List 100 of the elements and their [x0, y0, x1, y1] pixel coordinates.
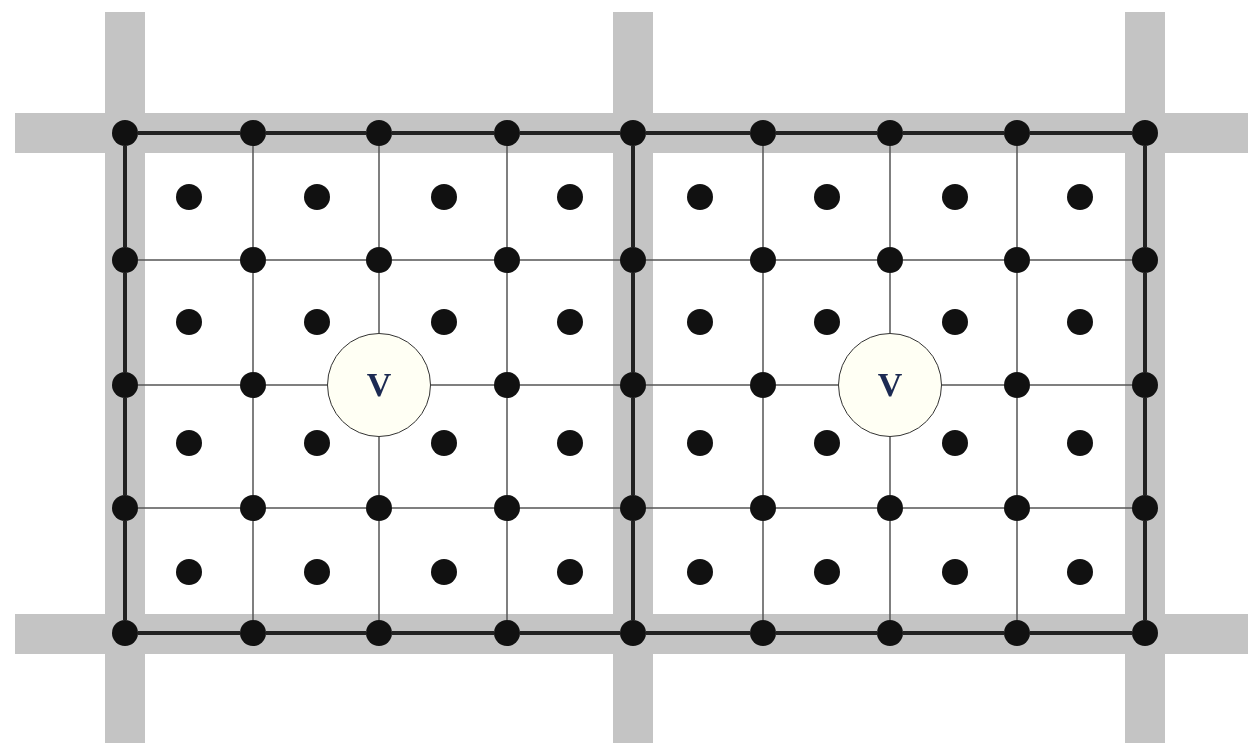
grid-line [762, 397, 764, 496]
grid-line [430, 384, 495, 386]
grid-line [506, 520, 508, 621]
grid-line [265, 507, 367, 509]
grid-dot [687, 430, 713, 456]
grid-line [252, 145, 254, 248]
grid-dot [494, 495, 520, 521]
grid-dot [687, 184, 713, 210]
grid-dot [431, 309, 457, 335]
grid-dot [366, 247, 392, 273]
grid-line [378, 520, 380, 621]
grid-dot [942, 309, 968, 335]
grid-line [631, 146, 635, 247]
grid-line [137, 507, 241, 509]
grid-line [391, 259, 495, 261]
grid-line [520, 631, 620, 635]
grid-dot [557, 430, 583, 456]
grid-line [903, 131, 1004, 135]
grid-dot [877, 247, 903, 273]
grid-line [1016, 145, 1018, 248]
grid-line [378, 272, 380, 334]
grid-dot [494, 247, 520, 273]
grid-dot [431, 430, 457, 456]
grid-dot [304, 430, 330, 456]
grid-line [123, 398, 127, 495]
grid-line [519, 507, 621, 509]
grid-dot [1004, 495, 1030, 521]
grid-line [1016, 397, 1018, 496]
grid-line [762, 145, 764, 248]
grid-dot [557, 309, 583, 335]
grid-line [903, 631, 1004, 635]
grid-line [776, 131, 877, 135]
grid-dot [176, 184, 202, 210]
grid-line [889, 145, 891, 248]
grid-dot [750, 495, 776, 521]
node-label: V [366, 366, 392, 404]
grid-dot [431, 559, 457, 585]
grid-dot [814, 559, 840, 585]
grid-line [645, 384, 751, 386]
grid-dot [176, 559, 202, 585]
grid-dot [304, 559, 330, 585]
grid-dot [1067, 184, 1093, 210]
grid-dot [176, 430, 202, 456]
grid-line [520, 131, 620, 135]
grid-line [123, 146, 127, 247]
grid-line [1029, 384, 1133, 386]
grid-dot [431, 184, 457, 210]
grid-line [123, 521, 127, 620]
grid-line [889, 520, 891, 621]
grid-line [506, 145, 508, 248]
grid-line [519, 384, 621, 386]
grid-line [631, 273, 635, 372]
grid-line [252, 520, 254, 621]
grid-line [266, 131, 366, 135]
grid-line [631, 521, 635, 620]
grid-line [265, 384, 328, 386]
node-label: V [877, 366, 903, 404]
grid-line [378, 145, 380, 248]
grid-line [392, 131, 494, 135]
grid-dot [1004, 247, 1030, 273]
grid-line [776, 631, 877, 635]
grid-dot [240, 372, 266, 398]
grid-line [138, 631, 240, 635]
grid-line [902, 259, 1005, 261]
grid-dot [750, 372, 776, 398]
grid-dot [176, 309, 202, 335]
grid-dot [304, 184, 330, 210]
grid-line [775, 259, 878, 261]
grid-line [506, 397, 508, 496]
grid-line [775, 384, 839, 386]
grid-dot [1067, 430, 1093, 456]
grid-dot [557, 184, 583, 210]
grid-line [252, 397, 254, 496]
grid-dot [494, 372, 520, 398]
grid-line [631, 398, 635, 495]
grid-line [265, 259, 367, 261]
grid-line [941, 384, 1005, 386]
grid-dot [557, 559, 583, 585]
grid-line [392, 631, 494, 635]
grid-line [266, 631, 366, 635]
grid-line [1143, 146, 1147, 247]
grid-dot [814, 309, 840, 335]
grid-dot [1067, 309, 1093, 335]
grid-line [762, 520, 764, 621]
grid-line [138, 131, 240, 135]
grid-line [1029, 507, 1133, 509]
grid-dot [1004, 372, 1030, 398]
grid-dot [814, 430, 840, 456]
grid-line [137, 384, 241, 386]
grid-dot [877, 495, 903, 521]
grid-line [1016, 272, 1018, 373]
grid-line [889, 436, 891, 496]
grid-line [645, 507, 751, 509]
grid-line [391, 507, 495, 509]
grid-dot [942, 559, 968, 585]
grid-line [762, 272, 764, 373]
grid-line [1029, 259, 1133, 261]
grid-line [645, 259, 751, 261]
grid-line [889, 272, 891, 334]
grid-dot [687, 309, 713, 335]
